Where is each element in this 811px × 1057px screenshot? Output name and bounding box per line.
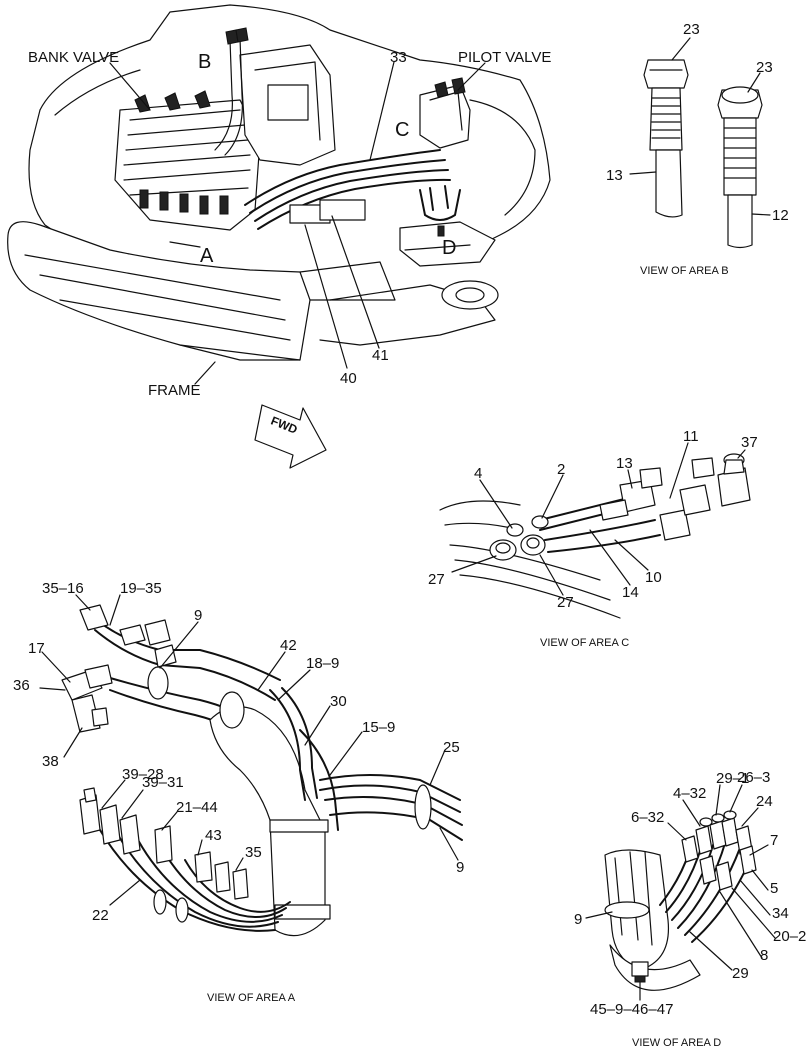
view-area-a: 35–16 19–35 9 17 36 38 42 18–9 30 15–9 2…: [13, 580, 464, 1004]
callout-c-13: 13: [616, 455, 633, 472]
callout-41: 41: [372, 347, 389, 364]
callout-b-23-right: 23: [756, 59, 773, 76]
callout-a-43: 43: [205, 827, 222, 844]
area-a-marker: A: [200, 245, 214, 267]
callout-c-10: 10: [645, 569, 662, 586]
callout-d-7: 7: [770, 832, 778, 849]
callout-d-34: 34: [772, 905, 789, 922]
callout-a-21-44: 21–44: [176, 799, 218, 816]
callout-b-12: 12: [772, 207, 789, 224]
callout-a-9-bottom: 9: [456, 859, 464, 876]
callout-d-29-1: 29–1: [716, 770, 749, 787]
callout-d-29: 29: [732, 965, 749, 982]
callout-a-35: 35: [245, 844, 262, 861]
callout-a-19-35: 19–35: [120, 580, 162, 597]
callout-d-9: 9: [574, 911, 582, 928]
callout-d-45-9-46-47: 45–9–46–47: [590, 1001, 673, 1018]
main-machine-view: BANK VALVE PILOT VALVE B C A D 33 40 41 …: [7, 4, 551, 399]
callout-40: 40: [340, 370, 357, 387]
caption-area-c: VIEW OF AREA C: [540, 637, 629, 649]
callout-a-22: 22: [92, 907, 109, 924]
callout-33: 33: [390, 49, 407, 66]
callout-a-17: 17: [28, 640, 45, 657]
caption-area-d: VIEW OF AREA D: [632, 1037, 721, 1049]
callout-c-37: 37: [741, 434, 758, 451]
caption-area-b: VIEW OF AREA B: [640, 265, 729, 277]
callout-b-23-left: 23: [683, 21, 700, 38]
frame-label: FRAME: [148, 382, 201, 399]
callout-d-20-2: 20–2: [773, 928, 806, 945]
callout-c-2: 2: [557, 461, 565, 478]
view-area-d: 29–1 4–32 26–3 24 6–32 7 5 34 20–2 8 9 2…: [574, 769, 806, 1049]
callout-a-35-16: 35–16: [42, 580, 84, 597]
callout-c-11: 11: [683, 428, 699, 445]
callout-d-24: 24: [756, 793, 773, 810]
forward-arrow: FWD: [254, 404, 327, 469]
callout-a-18-9: 18–9: [306, 655, 339, 672]
view-area-c: 4 2 13 11 37 27 27 14 10 VIEW OF AREA C: [428, 428, 758, 649]
callout-c-14: 14: [622, 584, 639, 601]
caption-area-a: VIEW OF AREA A: [207, 992, 296, 1004]
callout-d-26-3: 26–3: [737, 769, 770, 786]
callout-d-8: 8: [760, 947, 768, 964]
callout-c-4: 4: [474, 465, 482, 482]
bank-valve-label: BANK VALVE: [28, 49, 119, 66]
callout-a-39-28: 39–28: [122, 766, 164, 783]
callout-c-27-right: 27: [557, 594, 574, 611]
callout-a-42: 42: [280, 637, 297, 654]
view-area-b: 23 23 13 12 VIEW OF AREA B: [606, 21, 789, 277]
callout-a-38: 38: [42, 753, 59, 770]
callout-a-39-31: 39–31: [142, 774, 184, 791]
callout-a-30: 30: [330, 693, 347, 710]
callout-c-27-left: 27: [428, 571, 445, 588]
callout-a-9-top: 9: [194, 607, 202, 624]
area-d-marker: D: [442, 237, 456, 259]
area-c-marker: C: [395, 119, 409, 141]
pilot-valve-label: PILOT VALVE: [458, 49, 551, 66]
callout-d-5: 5: [770, 880, 778, 897]
callout-b-13: 13: [606, 167, 623, 184]
callout-a-25: 25: [443, 739, 460, 756]
callout-d-4-32: 4–32: [673, 785, 706, 802]
callout-a-15-9: 15–9: [362, 719, 395, 736]
callout-a-36: 36: [13, 677, 30, 694]
area-b-marker: B: [198, 51, 211, 73]
callout-d-6-32: 6–32: [631, 809, 664, 826]
